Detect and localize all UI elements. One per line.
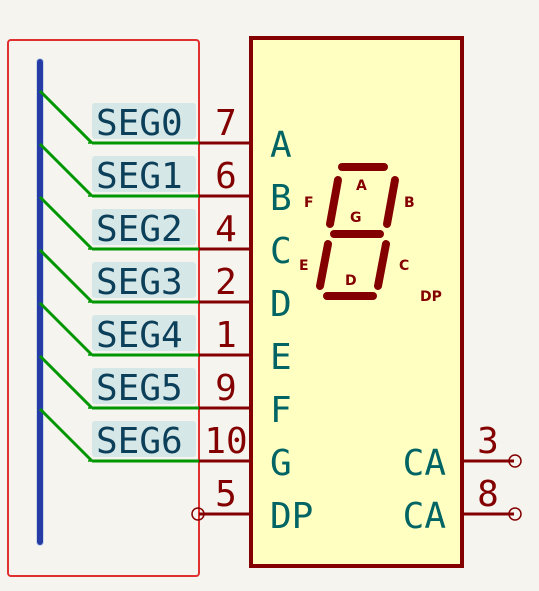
seven-segment-graphic xyxy=(316,163,399,300)
selection-box[interactable] xyxy=(7,39,200,577)
net-label-halo xyxy=(92,368,196,404)
segment-e xyxy=(316,240,332,290)
pin-number: 4 xyxy=(215,209,237,250)
bus-entry[interactable] xyxy=(38,89,94,145)
net-label[interactable]: SEG5 xyxy=(96,368,183,409)
net-label-halo xyxy=(92,156,196,192)
unconnected-pin-marker[interactable] xyxy=(508,507,522,521)
pin-name: G xyxy=(270,443,292,484)
bus-entry[interactable] xyxy=(38,248,94,304)
pin-number: 3 xyxy=(477,421,499,462)
pin-name: CA xyxy=(403,496,447,537)
net-label[interactable]: SEG6 xyxy=(96,421,183,462)
net-label[interactable]: SEG4 xyxy=(96,315,183,356)
net-label-halo xyxy=(92,315,196,351)
pin-number: 1 xyxy=(215,315,237,356)
pin-number: 10 xyxy=(204,421,247,462)
pin-number: 7 xyxy=(215,103,237,144)
pin-name: D xyxy=(270,284,292,325)
pin-number: 8 xyxy=(477,474,499,515)
pin-number: 5 xyxy=(215,474,237,515)
net-label[interactable]: SEG0 xyxy=(96,103,183,144)
bus-entry[interactable] xyxy=(38,407,94,463)
bus-entry[interactable] xyxy=(38,301,94,357)
net-label[interactable]: SEG1 xyxy=(96,156,183,197)
pin-number: 2 xyxy=(215,262,237,303)
net-label-halo xyxy=(92,209,196,245)
net-label[interactable]: SEG2 xyxy=(96,209,183,250)
segment-label-b: B xyxy=(404,195,415,211)
display-body[interactable] xyxy=(249,36,464,568)
net-label-halo xyxy=(92,103,196,139)
pin-name: C xyxy=(270,231,292,272)
net-label-halo xyxy=(92,421,196,457)
pin-name: F xyxy=(270,390,292,431)
bus-entry[interactable] xyxy=(38,354,94,410)
segment-label-c: C xyxy=(399,258,409,274)
segment-label-f: F xyxy=(304,195,314,211)
segment-label-dp: DP xyxy=(420,289,442,305)
segment-c xyxy=(374,240,390,290)
pin-name: DP xyxy=(270,496,313,537)
bus-entry[interactable] xyxy=(38,195,94,251)
segment-label-g: G xyxy=(350,210,362,226)
segment-label-a: A xyxy=(356,178,367,194)
pin-number: 9 xyxy=(215,368,237,409)
segment-label-e: E xyxy=(299,258,309,274)
pin-name: A xyxy=(270,125,292,166)
segment-f xyxy=(326,176,342,228)
segment-b xyxy=(383,176,399,228)
pin-name: CA xyxy=(403,443,447,484)
pin-name: B xyxy=(270,178,292,219)
unconnected-pin-marker[interactable] xyxy=(508,454,522,468)
pin-name: E xyxy=(270,337,292,378)
unconnected-pin-marker[interactable] xyxy=(191,507,205,521)
bus-entry[interactable] xyxy=(38,142,94,198)
pin-number: 6 xyxy=(215,156,237,197)
net-label-halo xyxy=(92,262,196,298)
net-label[interactable]: SEG3 xyxy=(96,262,183,303)
segment-label-d: D xyxy=(345,273,357,289)
